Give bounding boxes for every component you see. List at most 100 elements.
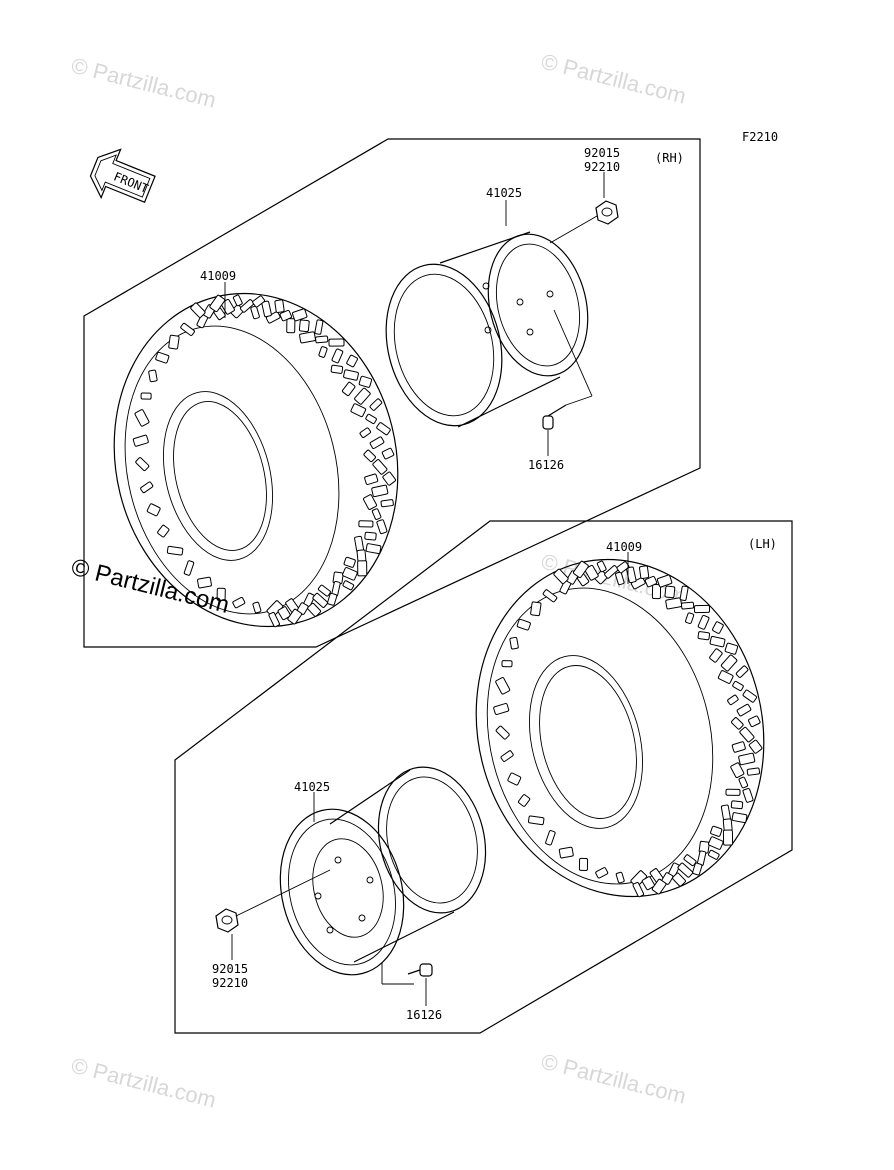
tread-block — [495, 677, 511, 695]
tread-block — [558, 846, 574, 859]
watermark-bold: © Partzilla.com — [69, 554, 232, 619]
rh-side-label: (RH) — [655, 151, 684, 165]
tread-block — [146, 503, 161, 517]
tire-tread — [132, 294, 396, 628]
tread-block — [232, 294, 243, 307]
tread-block — [509, 636, 519, 650]
tread-block — [132, 434, 149, 447]
part-number-nut-b-lh[interactable]: 92210 — [212, 976, 248, 990]
tread-block — [679, 585, 689, 601]
tread-block — [180, 322, 195, 336]
tread-block — [738, 776, 749, 789]
part-number-valve-rh[interactable]: 16126 — [528, 458, 564, 472]
tread-block — [692, 862, 703, 876]
panel-lh: (LH) — [174, 520, 793, 1034]
tread-block — [343, 556, 356, 568]
tread-block — [148, 369, 158, 383]
tread-block — [376, 519, 388, 535]
tread-block — [553, 568, 569, 585]
tread-block — [350, 403, 367, 418]
tread-block — [527, 815, 545, 826]
watermark: © Partzilla.com — [539, 49, 689, 109]
tread-block — [155, 351, 170, 364]
tread-block — [287, 608, 303, 625]
part-number-nut-a-rh[interactable]: 92015 — [584, 146, 620, 160]
tread-block — [371, 484, 389, 498]
tread-block — [291, 308, 308, 322]
front-arrow-icon: FRONT — [89, 148, 156, 203]
tread-block — [346, 354, 358, 368]
tread-block — [656, 574, 673, 588]
tire-lh — [475, 558, 765, 898]
tread-block — [732, 680, 744, 692]
tread-block — [720, 804, 731, 822]
tread-block — [572, 560, 589, 579]
tread-block — [364, 473, 379, 486]
part-number-wheel-lh[interactable]: 41025 — [294, 780, 330, 794]
valve-rh — [542, 309, 593, 430]
part-number-nut-b-rh[interactable]: 92210 — [584, 160, 620, 174]
tread-block — [578, 857, 589, 871]
tread-block — [724, 642, 739, 655]
wheel-lh — [279, 766, 487, 976]
tread-block — [615, 871, 625, 884]
part-number-tire-lh[interactable]: 41009 — [606, 540, 642, 554]
tread-block — [739, 726, 755, 743]
tread-block — [140, 481, 154, 494]
tread-block — [268, 611, 280, 628]
tread-block — [359, 427, 372, 438]
tread-block — [742, 689, 758, 703]
tread-block — [382, 471, 396, 486]
tread-block — [651, 878, 667, 895]
tread-block — [328, 338, 345, 347]
tread-block — [742, 788, 754, 803]
tread-block — [501, 660, 513, 668]
nut-rh — [549, 200, 619, 244]
tread-block — [708, 836, 724, 850]
tread-block — [357, 560, 368, 577]
tread-block — [731, 717, 744, 730]
tread-block — [680, 601, 695, 610]
tread-block — [342, 580, 355, 591]
tread-block — [615, 571, 625, 586]
tread-block — [209, 294, 226, 313]
part-number-nut-a-lh[interactable]: 92015 — [212, 962, 248, 976]
tread-block — [363, 449, 376, 463]
tread-block — [216, 587, 226, 601]
tread-block — [274, 299, 285, 313]
tread-block — [507, 772, 522, 786]
tread-block — [197, 576, 212, 589]
tread-block — [358, 520, 374, 528]
tread-block — [748, 739, 763, 754]
tread-block — [616, 561, 630, 574]
tread-block — [358, 375, 373, 388]
watermark: © Partzilla.com — [69, 1053, 219, 1113]
tread-block — [140, 392, 152, 400]
tread-block — [298, 319, 310, 333]
tread-block — [365, 413, 377, 424]
tread-block — [299, 331, 316, 344]
tread-block — [722, 818, 733, 832]
part-number-valve-lh[interactable]: 16126 — [406, 1008, 442, 1022]
tread-block — [720, 654, 738, 672]
tread-block — [135, 457, 150, 472]
tread-block — [731, 812, 748, 824]
tread-block — [307, 602, 322, 617]
tread-block — [343, 369, 359, 381]
tread-block — [664, 585, 676, 599]
tread-block — [710, 825, 723, 837]
part-number-tire-rh[interactable]: 41009 — [200, 269, 236, 283]
tread-block — [250, 305, 260, 320]
tread-block — [542, 589, 558, 603]
tread-block — [315, 335, 329, 344]
tread-block — [630, 577, 646, 590]
valve-lh — [381, 962, 433, 985]
tread-block — [722, 829, 734, 846]
tread-block — [376, 422, 391, 436]
tread-block — [341, 381, 356, 396]
tread-block — [651, 584, 662, 600]
tread-block — [639, 565, 650, 579]
part-number-wheel-rh[interactable]: 41025 — [486, 186, 522, 200]
tread-block — [380, 499, 394, 508]
